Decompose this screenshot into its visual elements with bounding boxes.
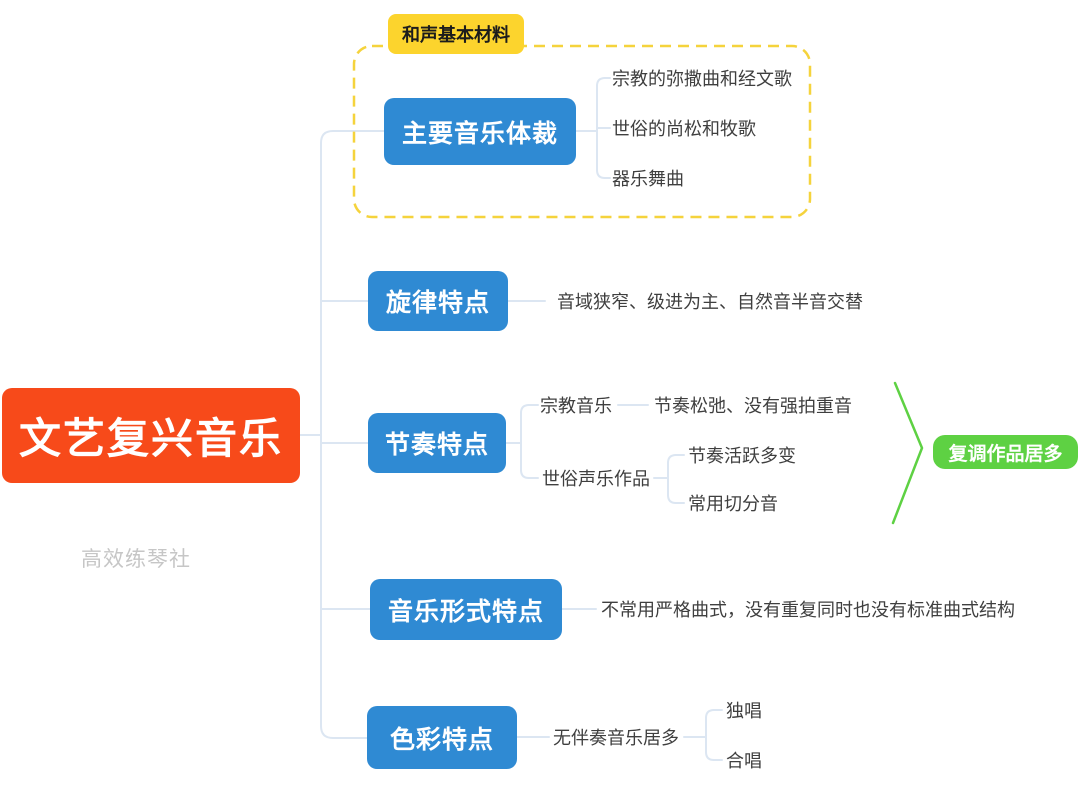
branch-main-genres[interactable]: 主要音乐体裁 (384, 98, 576, 165)
leaf-melody-description[interactable]: 音域狭窄、级进为主、自然音半音交替 (557, 292, 863, 312)
leaf-a-cappella[interactable]: 无伴奏音乐居多 (553, 728, 679, 748)
leaf-instrumental-dance[interactable]: 器乐舞曲 (612, 169, 684, 189)
leaf-religious-music[interactable]: 宗教音乐 (540, 396, 612, 416)
branch-melody-features[interactable]: 旋律特点 (368, 271, 508, 331)
leaf-form-description[interactable]: 不常用严格曲式，没有重复同时也没有标准曲式结构 (601, 600, 1015, 620)
watermark-text: 高效练琴社 (81, 548, 191, 571)
leaf-choral-singing[interactable]: 合唱 (726, 751, 762, 771)
summary-bracket (891, 381, 924, 525)
boundary-label[interactable]: 和声基本材料 (388, 14, 524, 54)
leaf-secular-vocal-works[interactable]: 世俗声乐作品 (542, 469, 650, 489)
leaf-solo-singing[interactable]: 独唱 (726, 701, 762, 721)
leaf-chanson-madrigal[interactable]: 世俗的尚松和牧歌 (612, 119, 756, 139)
leaf-lively-rhythm[interactable]: 节奏活跃多变 (688, 446, 796, 466)
leaf-mass-motet[interactable]: 宗教的弥撒曲和经文歌 (612, 69, 792, 89)
summary-polyphonic-works[interactable]: 复调作品居多 (933, 435, 1078, 469)
leaf-syncopation[interactable]: 常用切分音 (688, 494, 778, 514)
root-node[interactable]: 文艺复兴音乐 (2, 388, 300, 483)
branch-rhythm-features[interactable]: 节奏特点 (368, 413, 506, 473)
branch-color-features[interactable]: 色彩特点 (367, 706, 517, 769)
leaf-relaxed-rhythm[interactable]: 节奏松弛、没有强拍重音 (654, 396, 852, 416)
branch-form-features[interactable]: 音乐形式特点 (370, 579, 562, 640)
